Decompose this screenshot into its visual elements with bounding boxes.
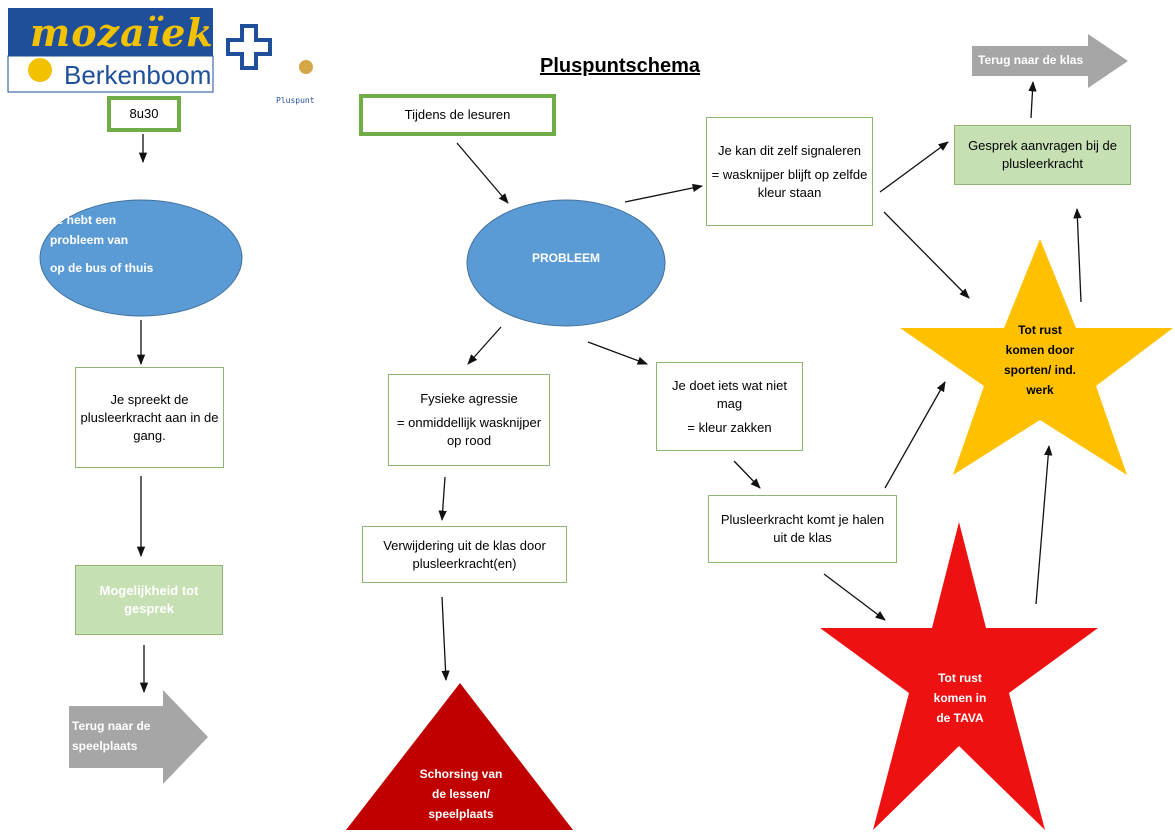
- arrow-tava-to-sport-2: [1035, 444, 1053, 605]
- arrow-talk-to-class: [1028, 80, 1037, 119]
- left-problem-text: Je hebt een probleem van op de bus of th…: [50, 213, 154, 275]
- teacher-comes-box: Plusleerkracht komt je halen uit de klas: [708, 495, 897, 563]
- page-title: Pluspuntschema: [540, 55, 701, 77]
- talk-request-label: Gesprek aanvragen bij de plusleerkracht: [968, 138, 1117, 171]
- removal-box: Verwijdering uit de klas door plusleerkr…: [362, 526, 567, 583]
- arrow-removal-to-suspension: [441, 596, 450, 682]
- speak-label: Je spreekt de plusleerkracht aan in de g…: [80, 391, 219, 443]
- arrow-teacher-to-tava: [823, 573, 886, 621]
- chance-box: Mogelijkheid tot gesprek: [75, 565, 223, 635]
- tava-star-text: Tot rust komen in de TAVA: [933, 671, 987, 725]
- physical-detail: = onmiddellijk wasknijper op rood: [396, 415, 542, 448]
- lessons-label: Tijdens de lesuren: [404, 107, 511, 122]
- arrow-problem-to-self: [624, 183, 704, 203]
- pluspunt-logo: [226, 24, 313, 74]
- self-signal-detail: = wasknijper blijft op zelfde kleur staa…: [711, 166, 868, 200]
- chance-label: Mogelijkheid tot gesprek: [99, 583, 199, 616]
- back-class-text: Terug naar de klas: [978, 53, 1084, 67]
- sport-star-text: Tot rust komen door sporten/ ind. werk: [1004, 323, 1076, 397]
- logo-banner: [8, 8, 213, 56]
- arrow-tava-to-sport: [884, 381, 946, 489]
- removal-label: Verwijdering uit de klas door plusleerkr…: [383, 537, 546, 571]
- arrow-problem-to-physical: [467, 326, 502, 365]
- plus-icon: [226, 24, 272, 70]
- physical-box: Fysieke agressie = onmiddellijk wasknijp…: [388, 374, 550, 466]
- arrow-notallowed-to-teacher: [733, 460, 761, 489]
- physical-label: Fysieke agressie: [420, 391, 518, 406]
- logo-school: Berkenboom: [64, 60, 212, 90]
- mozaiek-logo: [7, 8, 214, 93]
- speak-box: Je spreekt de plusleerkracht aan in de g…: [75, 367, 224, 468]
- sun-icon: [28, 58, 52, 82]
- self-signal-label: Je kan dit zelf signaleren: [717, 142, 862, 158]
- arrow-lessons-to-problem: [456, 142, 509, 204]
- back-to-playground-arrow: [69, 690, 208, 784]
- suspension-text: Schorsing van de lessen/ speelplaats: [419, 767, 503, 821]
- not-allowed-box: Je doet iets wat niet mag = kleur zakken: [656, 362, 803, 451]
- logo-brand: mozaïek: [30, 10, 214, 55]
- teacher-comes-label: Plusleerkracht komt je halen uit de klas: [720, 512, 885, 545]
- start-time-label: 8u30: [129, 106, 159, 121]
- arrow-physical-to-removal: [438, 476, 447, 522]
- arrow-self-to-talk: [879, 141, 949, 193]
- start-time-box: 8u30: [107, 96, 181, 132]
- not-allowed-label: Je doet iets wat niet mag: [672, 377, 787, 411]
- problem-main-text: PROBLEEM: [531, 251, 600, 265]
- pluspunt-label: Pluspunt: [276, 96, 315, 105]
- talk-request-box: Gesprek aanvragen bij de plusleerkracht: [954, 125, 1131, 185]
- arrow-problem-to-notallowed: [587, 341, 648, 365]
- tava-star: [820, 522, 1098, 830]
- lessons-box: Tijdens de lesuren: [359, 94, 556, 136]
- arrow-self-to-sport: [883, 211, 970, 299]
- self-signal-box: Je kan dit zelf signaleren = wasknijper …: [706, 117, 873, 226]
- suspension-triangle: [346, 683, 573, 830]
- back-playground-text: Terug naar de speelplaats: [72, 719, 151, 753]
- back-to-class-arrow: [972, 34, 1128, 88]
- problem-ellipse-main: [466, 199, 666, 327]
- not-allowed-detail: = kleur zakken: [687, 419, 772, 435]
- sport-star: [900, 239, 1173, 475]
- arrow-sport-to-talk: [1073, 207, 1082, 303]
- problem-ellipse-left: [39, 199, 243, 317]
- dot-icon: [299, 60, 313, 74]
